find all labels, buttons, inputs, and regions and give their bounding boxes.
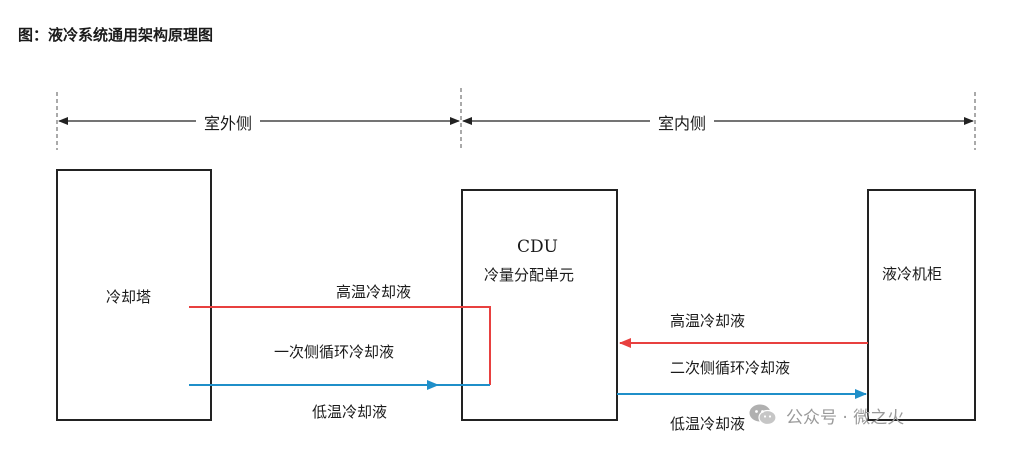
- primary-cold-label: 低温冷却液: [312, 403, 388, 421]
- watermark-text: 公众号 · 微之火: [786, 407, 905, 428]
- cooling-tower-label: 冷却塔: [106, 288, 152, 306]
- primary-hot-label: 高温冷却液: [336, 283, 412, 301]
- outdoor-zone-label: 室外侧: [196, 110, 261, 134]
- secondary-hot-label: 高温冷却液: [670, 312, 746, 330]
- secondary-loop-label: 二次侧循环冷却液: [670, 359, 791, 377]
- primary-loop-label: 一次侧循环冷却液: [274, 343, 395, 361]
- secondary-cold-label: 低温冷却液: [670, 415, 746, 433]
- cooling-tower-box: [56, 169, 212, 421]
- cabinet-box: [867, 189, 976, 421]
- cdu-subtitle: 冷量分配单元: [484, 266, 575, 284]
- cabinet-label: 液冷机柜: [882, 265, 943, 283]
- cdu-box: [461, 189, 618, 421]
- indoor-zone-label: 室内侧: [650, 110, 715, 134]
- wechat-icon: [749, 404, 777, 426]
- watermark: 公众号 · 微之火: [748, 402, 904, 428]
- primary-hot-line: [189, 306, 491, 385]
- cdu-title: CDU: [517, 237, 558, 257]
- diagram-caption: 图：液冷系统通用架构原理图: [18, 26, 214, 44]
